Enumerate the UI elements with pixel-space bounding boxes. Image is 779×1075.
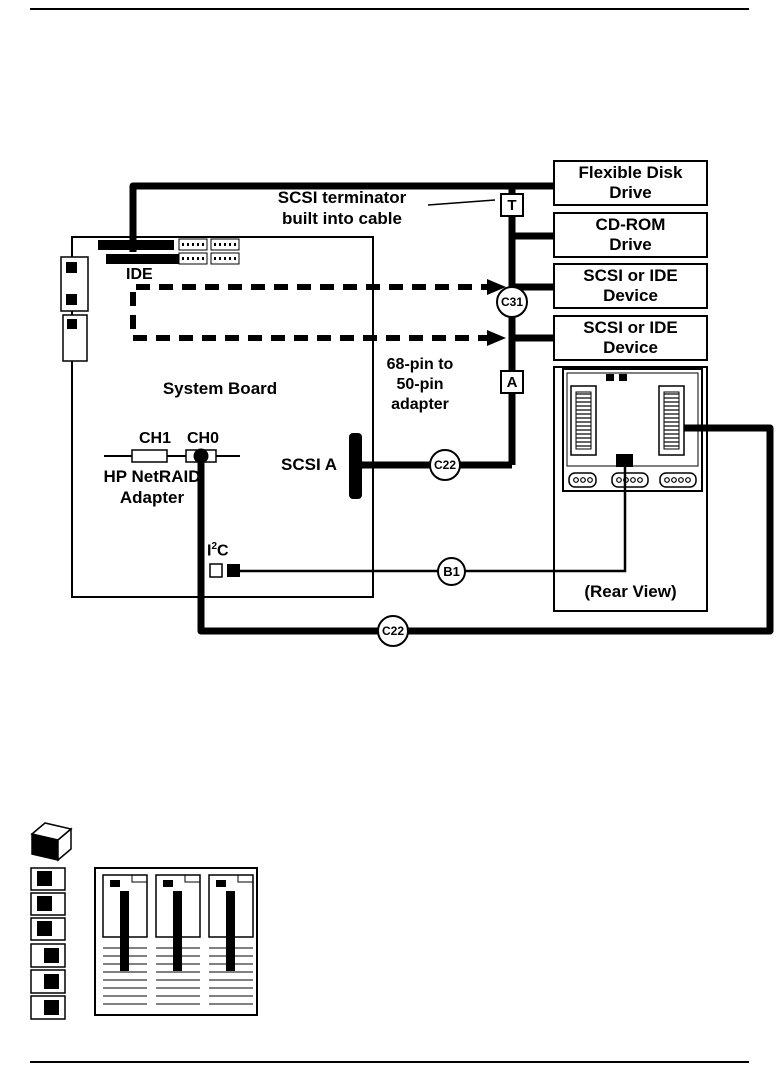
cable-label-b1: B1 (437, 557, 466, 586)
netraid-adapter-label-line2: Adapter (119, 488, 185, 507)
terminator-marker-label: T (507, 196, 517, 214)
cable-label-c22-bottom: C22 (377, 615, 409, 647)
scsi-terminator-pointer-line (427, 199, 496, 206)
device-name-line: Drive (609, 235, 652, 254)
ch0-label: CH0 (187, 430, 220, 447)
ide-cable-dashed (130, 284, 488, 341)
cable-label-c31: C31 (496, 286, 528, 318)
rear-view-label: (Rear View) (584, 582, 677, 601)
device-name-line: SCSI or IDE (583, 265, 678, 285)
i2c-cable (239, 466, 627, 573)
i2c-label-tail: C (217, 542, 229, 560)
ide-label: IDE (126, 266, 153, 283)
pin-adapter-marker-label: A (506, 373, 518, 391)
netraid-adapter-graphic (104, 449, 240, 463)
device-name-line: SCSI or IDE (583, 317, 678, 337)
device-name-line: Device (603, 338, 658, 357)
scsi-terminator-note: SCSI terminator built into cable (252, 187, 432, 229)
ch1-label: CH1 (139, 430, 172, 447)
scsi-a-connector (349, 433, 362, 499)
i2c-label-sup: 2 (211, 541, 218, 552)
scsi-terminator-note-line1: SCSI terminator (277, 188, 407, 207)
system-board-label: System Board (162, 379, 278, 398)
raid-cable (197, 424, 774, 635)
i2c-label: I2C (207, 541, 229, 560)
pin-adapter-note-line1: 68-pin to (386, 356, 454, 373)
terminator-marker: T (500, 193, 524, 217)
pin-header-blocks (178, 238, 240, 265)
backplane-graphic (562, 368, 703, 492)
ch0-connection-dot (193, 448, 209, 464)
bottom-rule (30, 1061, 749, 1063)
device-box-flexible-disk-drive: Flexible Disk Drive (553, 160, 708, 206)
cable-label-c31-text: C31 (500, 295, 523, 309)
device-name-line: Flexible Disk (578, 162, 683, 182)
device-name-line: Drive (609, 183, 652, 202)
board-edge-ports (60, 256, 89, 362)
pin-adapter-note-line3: adapter (391, 396, 449, 413)
device-box-cd-rom-drive: CD-ROM Drive (553, 212, 708, 258)
drive-slot-legend-icon (30, 867, 66, 1020)
device-name-line: CD-ROM (595, 214, 666, 234)
system-board-outline (71, 236, 374, 598)
pin-header-pins (182, 243, 237, 260)
cable-label-c22-mid: C22 (429, 449, 461, 481)
cable-label-c22-bottom-text: C22 (381, 624, 404, 638)
cable-label-b1-text: B1 (443, 564, 460, 579)
ide-cable-arrowheads (487, 279, 506, 346)
drive-cage-icon (94, 867, 258, 1016)
device-box-scsi-or-ide-2: SCSI or IDE Device (553, 315, 708, 361)
scsi-a-label: SCSI A (281, 455, 338, 474)
netraid-adapter-label: HP NetRAID Adapter (78, 466, 226, 508)
pin-adapter-marker: A (500, 370, 524, 394)
ide-connectors (98, 240, 182, 264)
pin-adapter-note-line2: 50-pin (396, 376, 444, 393)
top-rule (30, 8, 749, 10)
pin-adapter-note: 68-pin to 50-pin adapter (370, 355, 470, 415)
rear-view-box: (Rear View) (553, 366, 708, 612)
cable-label-c22-mid-text: C22 (433, 458, 456, 472)
i2c-connector (209, 563, 240, 578)
i2c-label-base: I (207, 542, 212, 560)
device-box-scsi-or-ide-1: SCSI or IDE Device (553, 263, 708, 309)
device-name-line: Device (603, 286, 658, 305)
netraid-adapter-label-line1: HP NetRAID (103, 467, 201, 486)
disk-module-3d-icon (30, 822, 73, 862)
scsi-terminator-note-line2: built into cable (282, 209, 402, 228)
